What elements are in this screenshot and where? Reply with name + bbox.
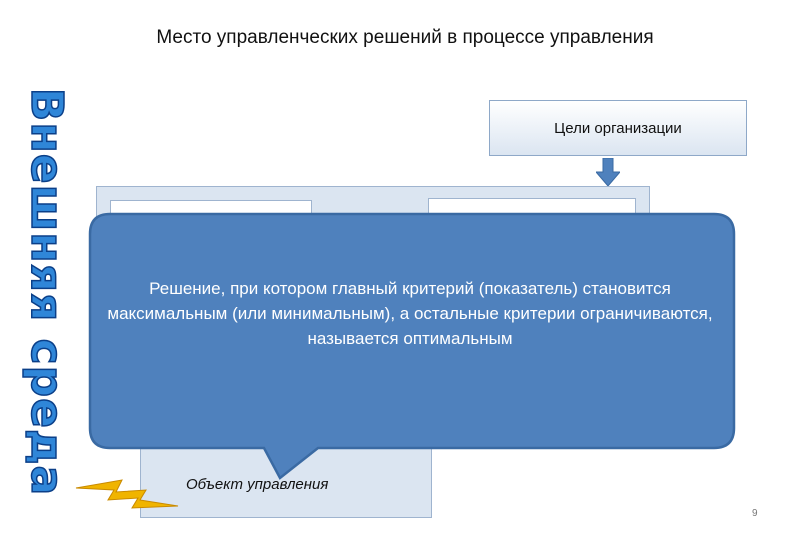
slide-title: Место управленческих решений в процессе …	[156, 27, 654, 48]
page-number: 9	[752, 508, 758, 519]
goals-box-label: Цели организации	[554, 119, 682, 137]
down-arrow-icon	[596, 158, 620, 186]
external-environment-label: Внешняя среда	[20, 87, 73, 497]
definition-callout-text: Решение, при котором главный критерий (п…	[107, 279, 713, 348]
lightning-bolt-icon	[75, 479, 179, 509]
goals-box: Цели организации	[489, 100, 747, 156]
object-of-management-label: Объект управления	[186, 476, 329, 493]
definition-callout	[88, 212, 736, 480]
external-environment-label-wrap: Внешняя среда	[20, 62, 73, 522]
